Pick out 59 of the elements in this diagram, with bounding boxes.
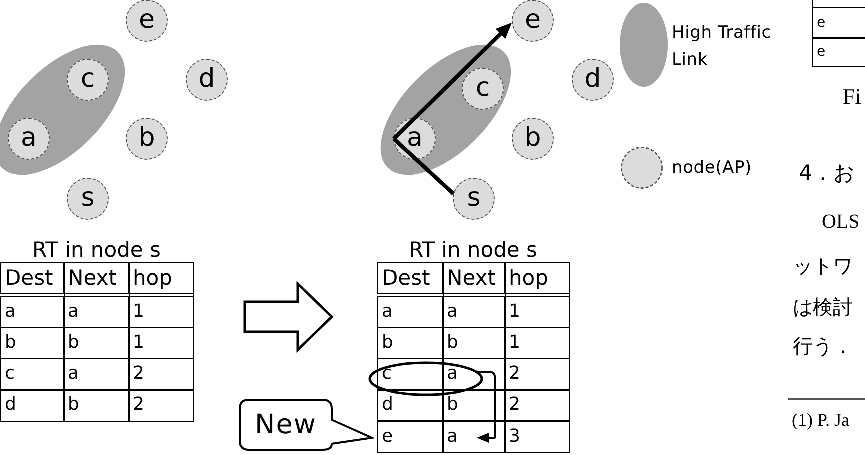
table-cell: a bbox=[442, 420, 506, 453]
block-arrow bbox=[244, 281, 334, 353]
body-text: は検討 bbox=[793, 296, 853, 321]
body-text: 行う． bbox=[793, 335, 853, 360]
table-cell: e bbox=[812, 37, 865, 66]
table-cell: 2 bbox=[504, 389, 570, 422]
table-cell: hop bbox=[504, 262, 570, 297]
legend-label: High Traffic Link bbox=[672, 22, 772, 72]
node-circle: s bbox=[67, 178, 109, 220]
node-circle: b bbox=[512, 118, 554, 160]
table-cell: 1 bbox=[128, 326, 194, 360]
node-circle: d bbox=[186, 59, 228, 101]
table-cell: a bbox=[63, 358, 130, 391]
table-cell: 2 bbox=[128, 389, 194, 422]
table-cell: hop bbox=[128, 262, 194, 297]
table-cell: e bbox=[377, 420, 444, 453]
table-cell: Dest bbox=[377, 262, 444, 297]
table-cell: b bbox=[63, 389, 130, 422]
table-cell: d bbox=[0, 389, 64, 422]
connector-line bbox=[392, 138, 455, 196]
table-cell: 2 bbox=[504, 358, 570, 391]
section-heading: 4．お bbox=[799, 160, 856, 186]
table-cell: c bbox=[377, 358, 444, 391]
node-circle: s bbox=[453, 178, 495, 220]
table-cell: d bbox=[377, 389, 444, 422]
table-cell: Next bbox=[442, 262, 506, 297]
table-cell: a bbox=[442, 358, 506, 391]
table-cell: a bbox=[63, 296, 130, 328]
legend-label: node(AP) bbox=[672, 157, 752, 180]
body-text: ットワ bbox=[793, 255, 853, 280]
arrow bbox=[392, 22, 512, 140]
arrow bbox=[476, 371, 496, 443]
reference-text: (1) P. Ja bbox=[792, 409, 850, 432]
table-cell: b bbox=[377, 326, 444, 360]
table-cell: c bbox=[0, 358, 64, 391]
table-cell: Next bbox=[63, 262, 130, 297]
table-cell: 3 bbox=[504, 420, 570, 453]
table-cell: e bbox=[812, 7, 865, 38]
table-cell: b bbox=[0, 326, 64, 360]
node-circle: b bbox=[126, 118, 168, 160]
table-cell: a bbox=[442, 296, 506, 328]
table-cell: 1 bbox=[128, 296, 194, 328]
caption-text: Fi bbox=[843, 84, 862, 110]
node-circle: d bbox=[572, 59, 614, 101]
table-cell: 2 bbox=[128, 358, 194, 391]
table-title: RT in node s bbox=[32, 238, 161, 262]
table-cell: b bbox=[63, 326, 130, 360]
table-cell: 1 bbox=[504, 326, 570, 360]
body-text: OLS bbox=[822, 210, 860, 235]
table-cell: 1 bbox=[504, 296, 570, 328]
table-cell: Dest bbox=[0, 262, 64, 297]
table-cell: b bbox=[442, 326, 506, 360]
table-cell: a bbox=[377, 296, 444, 328]
node-circle: e bbox=[512, 0, 554, 42]
table-cell: a bbox=[0, 296, 64, 328]
node-circle: e bbox=[126, 0, 168, 42]
table-title: RT in node s bbox=[409, 238, 538, 262]
table-cell: b bbox=[442, 389, 506, 422]
speech-bubble: New bbox=[238, 398, 374, 452]
